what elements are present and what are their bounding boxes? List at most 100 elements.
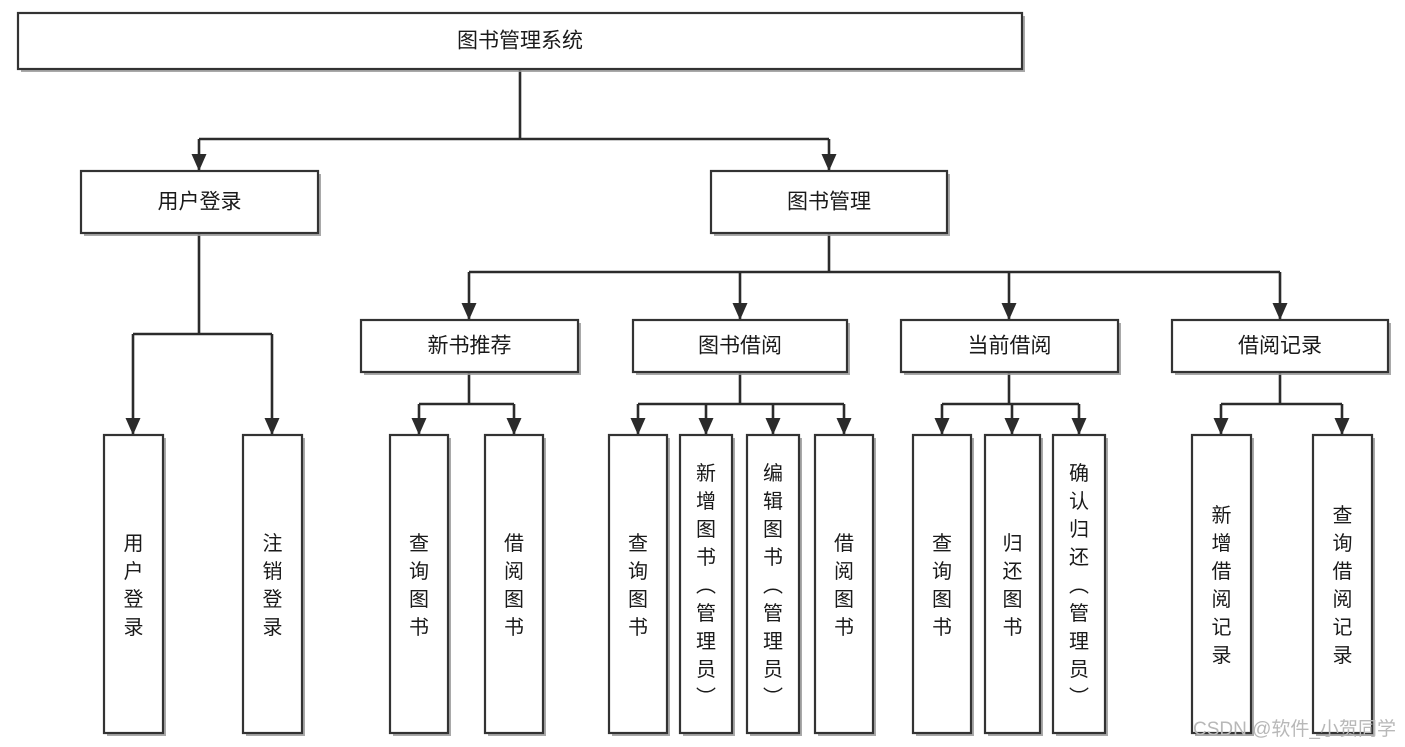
- node-label-char: 销: [263, 560, 283, 583]
- node-leaf-user-login[interactable]: 用户登录: [102, 433, 166, 736]
- node-rect[interactable]: [745, 433, 801, 735]
- node-root[interactable]: 图书管理系统: [16, 11, 1025, 72]
- node-label-char: 阅: [1212, 588, 1232, 611]
- node-rect[interactable]: [16, 11, 1024, 71]
- node-label-char: 管: [1069, 602, 1089, 625]
- node-label-char: 户: [124, 560, 144, 583]
- node-rect[interactable]: [241, 433, 304, 735]
- node-label-char: 图: [696, 519, 716, 541]
- node-book-borrow[interactable]: 图书借阅: [631, 318, 850, 375]
- node-borrow-record[interactable]: 借阅记录: [1170, 318, 1391, 375]
- node-rect[interactable]: [813, 433, 875, 735]
- node-label-char: ︵: [1069, 575, 1089, 597]
- node-current-borrow[interactable]: 当前借阅: [899, 318, 1121, 375]
- node-label-char: 书: [834, 616, 854, 639]
- arrow-head-icon: [765, 418, 781, 435]
- arrow-head-icon: [264, 418, 280, 435]
- node-label-char: 查: [409, 532, 429, 555]
- node-label-char: 书: [628, 616, 648, 639]
- node-rect[interactable]: [102, 433, 165, 735]
- node-label-char: ︶: [1069, 686, 1089, 709]
- node-new-book-recommend[interactable]: 新书推荐: [359, 318, 581, 375]
- node-label-char: 图: [932, 589, 952, 611]
- node-label-char: 注: [263, 532, 283, 555]
- arrow-head-icon: [934, 418, 950, 435]
- node-user-login[interactable]: 用户登录: [79, 169, 321, 236]
- arrow-head-icon: [732, 303, 748, 320]
- node-label: 用户登录: [158, 191, 242, 214]
- node-label-char: 录: [124, 617, 144, 639]
- node-label-char: 编: [763, 462, 783, 485]
- node-label-char: 询: [1333, 532, 1353, 555]
- connector-layer: [125, 69, 1350, 435]
- arrow-head-icon: [1213, 418, 1229, 435]
- node-rect[interactable]: [983, 433, 1042, 735]
- node-label-char: 书: [763, 546, 783, 569]
- node-label: 当前借阅: [968, 335, 1052, 358]
- node-label-char: 管: [763, 602, 783, 625]
- node-rect[interactable]: [709, 169, 949, 235]
- node-rect[interactable]: [607, 433, 669, 735]
- node-rect[interactable]: [1051, 433, 1107, 735]
- arrow-head-icon: [1001, 303, 1017, 320]
- arrow-head-icon: [836, 418, 852, 435]
- node-label-char: 询: [409, 560, 429, 583]
- node-label-char: 记: [1333, 616, 1353, 639]
- arrow-head-icon: [125, 418, 141, 435]
- node-label-char: 录: [1333, 645, 1353, 667]
- node-label-char: 记: [1212, 616, 1232, 639]
- node-layer: 图书管理系统用户登录图书管理新书推荐图书借阅当前借阅借阅记录用户登录注销登录查询…: [16, 11, 1391, 736]
- node-label-char: 书: [504, 616, 524, 639]
- node-rect[interactable]: [359, 318, 580, 374]
- node-label-char: 归: [1069, 518, 1089, 541]
- node-label-char: 图: [834, 589, 854, 611]
- node-label-char: 录: [1212, 645, 1232, 667]
- node-label-char: 阅: [504, 560, 524, 583]
- node-label-char: ︵: [763, 575, 783, 597]
- node-label-char: 增: [696, 490, 716, 513]
- node-label-char: 图: [504, 589, 524, 611]
- node-rect[interactable]: [388, 433, 450, 735]
- node-label-char: 录: [263, 617, 283, 639]
- node-label-char: 图: [628, 589, 648, 611]
- node-rect[interactable]: [79, 169, 320, 235]
- node-rect[interactable]: [483, 433, 545, 735]
- arrow-head-icon: [411, 418, 427, 435]
- node-label-char: 理: [696, 631, 716, 653]
- node-book-manage[interactable]: 图书管理: [709, 169, 950, 236]
- node-label-char: 管: [696, 602, 716, 625]
- arrow-head-icon: [461, 303, 477, 320]
- node-label-char: 借: [1333, 560, 1353, 583]
- node-rect[interactable]: [678, 433, 734, 735]
- node-rect[interactable]: [899, 318, 1120, 374]
- node-label-char: 理: [1069, 631, 1089, 653]
- arrow-head-icon: [1071, 418, 1087, 435]
- node-rect[interactable]: [911, 433, 973, 735]
- arrow-head-icon: [698, 418, 714, 435]
- node-label-char: 询: [628, 560, 648, 583]
- node-rect[interactable]: [1190, 433, 1253, 735]
- node-rect[interactable]: [1170, 318, 1390, 374]
- node-label-char: 登: [124, 588, 144, 611]
- node-rect[interactable]: [1311, 433, 1374, 735]
- arrow-head-icon: [1004, 418, 1020, 435]
- node-rect[interactable]: [631, 318, 849, 374]
- node-label: 图书借阅: [698, 335, 782, 358]
- node-label-char: 查: [932, 532, 952, 555]
- node-label-char: 查: [1333, 504, 1353, 527]
- node-label-char: 用: [124, 533, 144, 555]
